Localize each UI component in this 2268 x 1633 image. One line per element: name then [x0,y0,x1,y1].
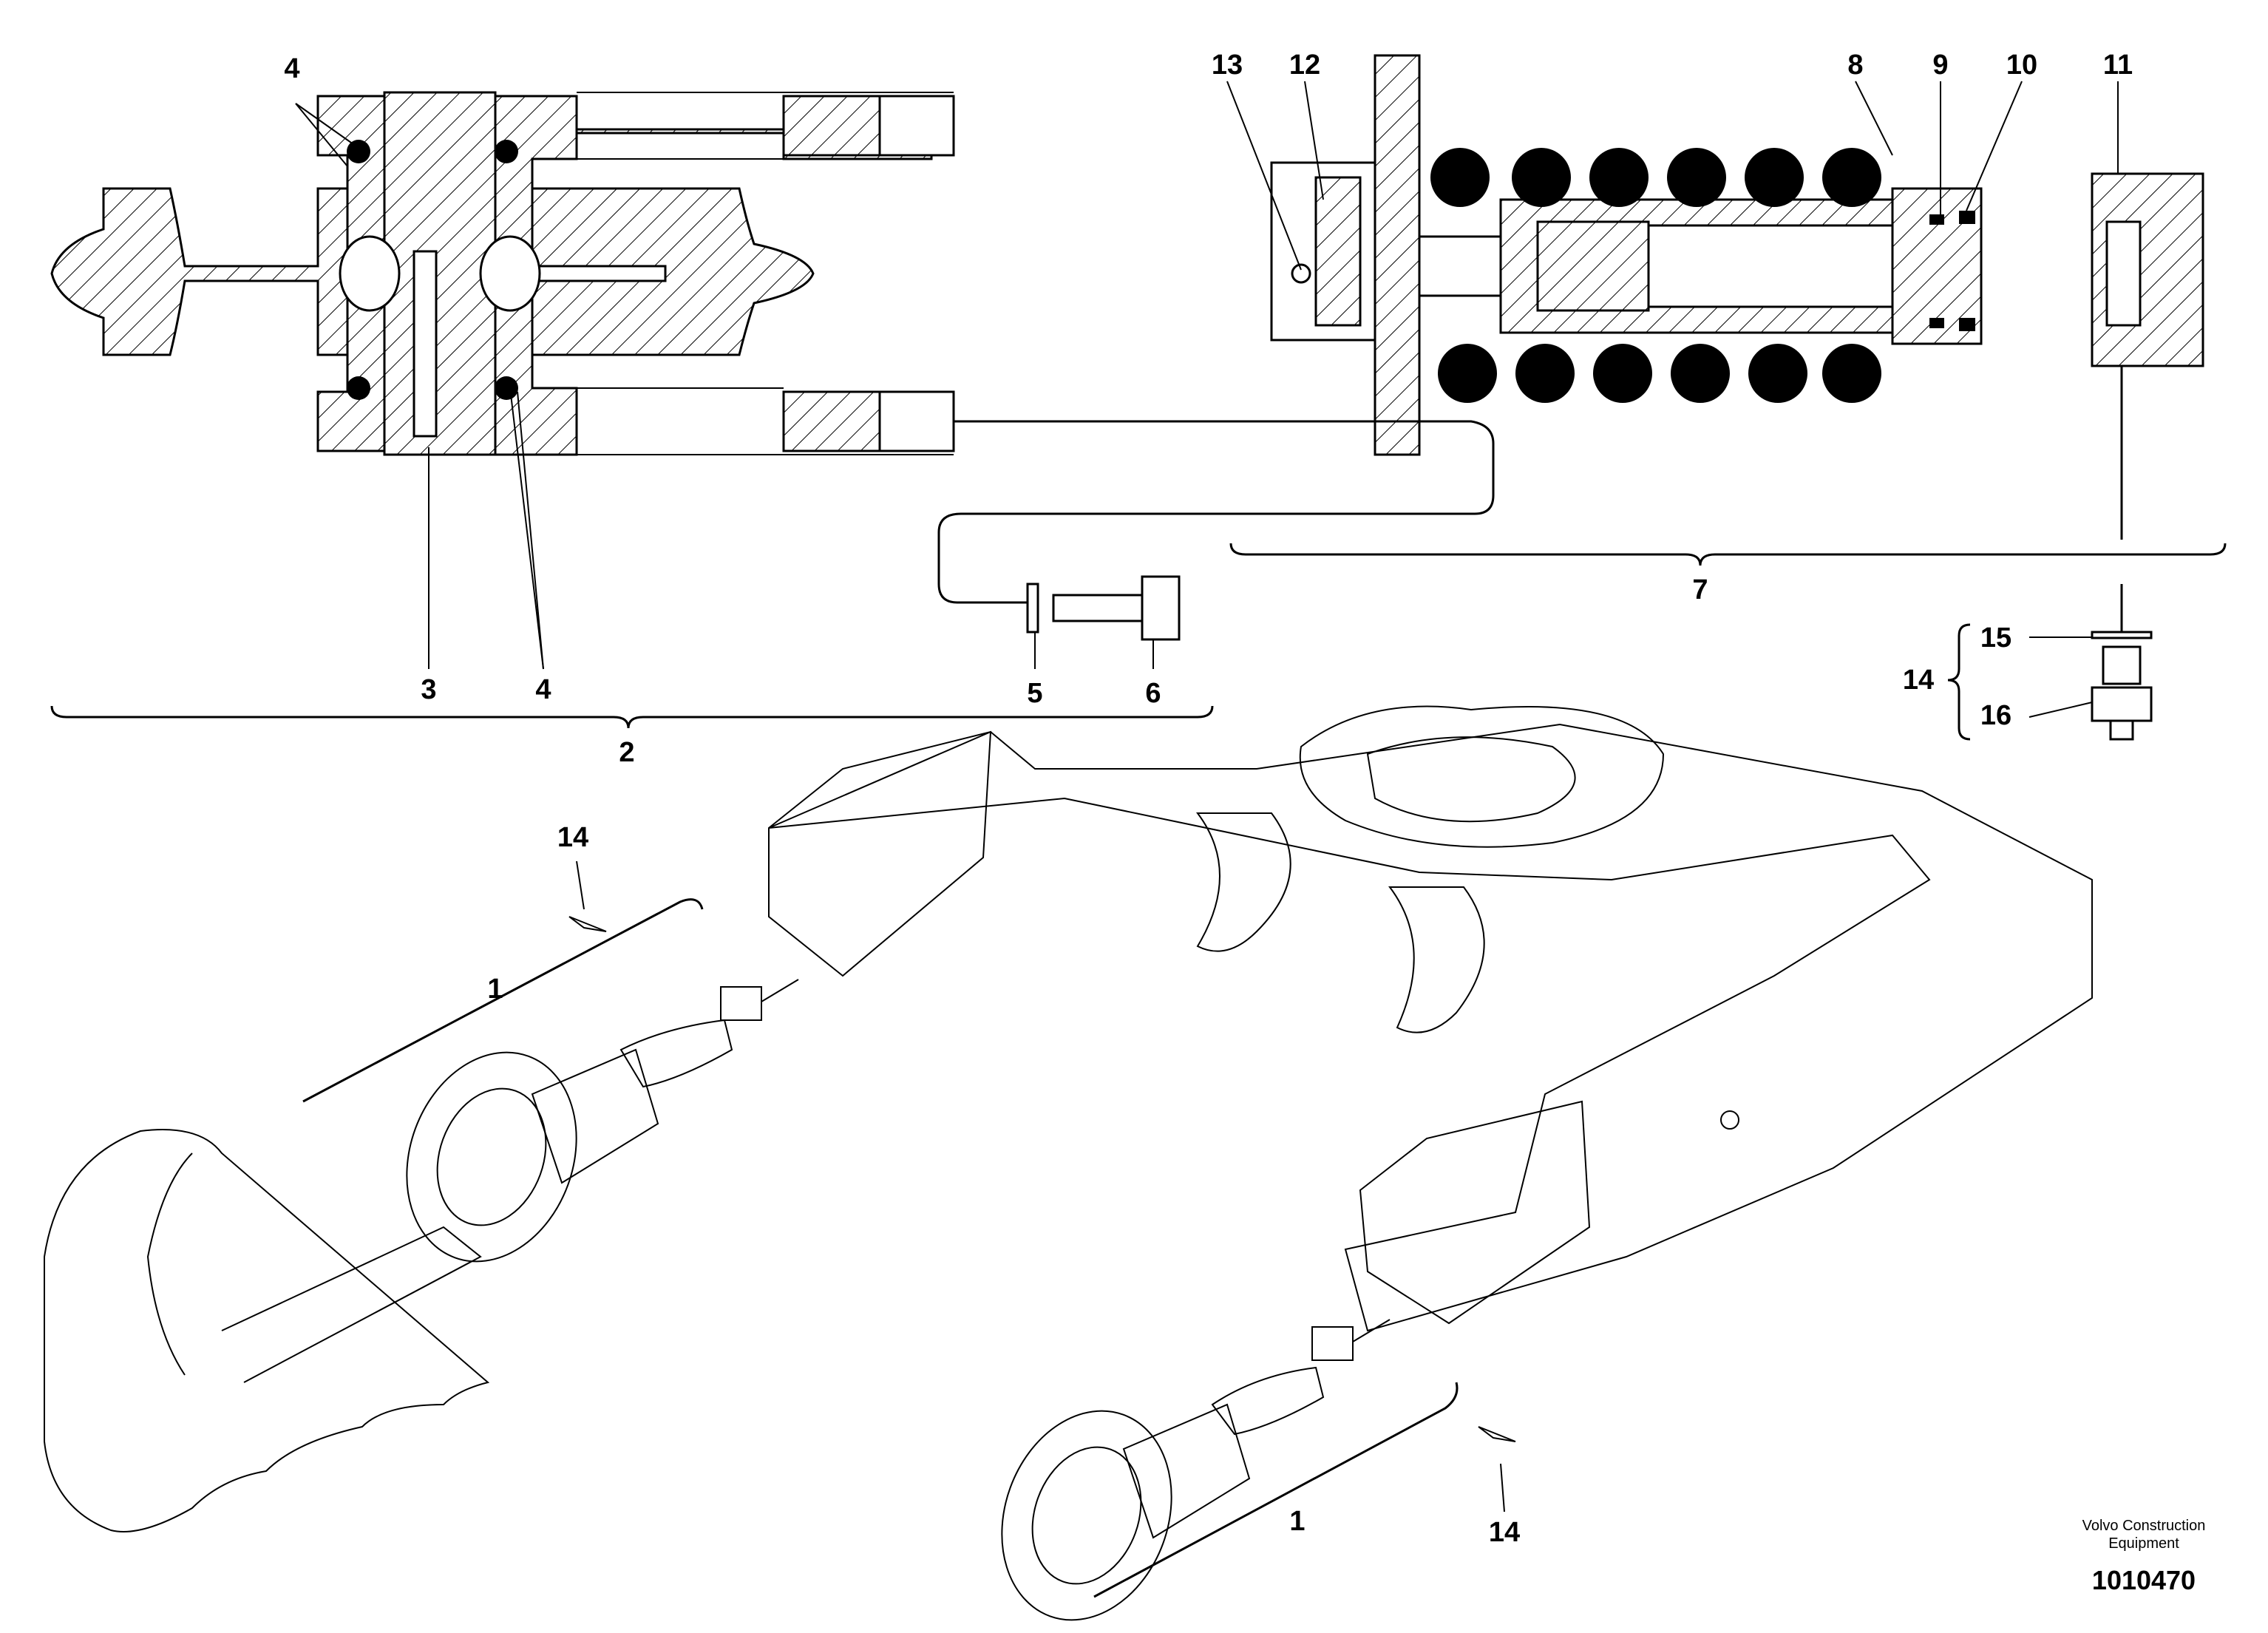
brace-14 [1947,623,1971,741]
rubber-track [44,1129,490,1532]
idler-assembly-left [406,916,799,1263]
callout-2: 2 [619,737,634,768]
callout-3: 3 [421,674,436,705]
callout-8: 8 [1847,50,1863,81]
callout-14-upper: 14 [557,822,588,853]
idler-section-view [50,91,955,456]
brace-1-upper [302,898,704,1103]
callout-10: 10 [2006,50,2037,81]
callout-14-detail: 14 [1903,665,1934,696]
leader-lines [295,81,2119,1513]
bolt-and-washer [1026,575,1181,641]
grease-nipple-detail [2091,366,2153,741]
idler-assembly-right [1001,1319,1516,1621]
callout-11: 11 [2103,50,2133,81]
callout-4-bottom: 4 [535,674,551,705]
callout-4-top: 4 [284,53,299,84]
callout-5: 5 [1027,678,1042,709]
callout-12: 12 [1289,50,1320,81]
brace-1-lower [1093,1382,1459,1598]
callout-1-upper: 1 [487,974,503,1005]
callout-13: 13 [1212,50,1243,81]
manufacturer-line-1: Volvo Construction [2082,1518,2206,1534]
callout-15: 15 [1980,622,2011,653]
tensioner-section-view [1270,54,2204,456]
callout-labels: 4 4 3 2 5 6 13 12 8 9 10 11 7 14 15 16 1… [284,50,2133,1548]
callout-7: 7 [1692,574,1708,605]
callout-9: 9 [1932,50,1948,81]
brace-2 [50,705,1214,729]
callout-14-lower: 14 [1489,1517,1520,1548]
brace-7 [1229,543,2227,566]
document-number: 1010470 [2092,1565,2196,1595]
callout-1-lower: 1 [1289,1506,1305,1537]
manufacturer-line-2: Equipment [2108,1535,2179,1552]
undercarriage-frame [768,705,2093,1332]
spring-coils [1430,148,1881,403]
callout-6: 6 [1145,678,1161,709]
callout-16: 16 [1980,700,2011,731]
